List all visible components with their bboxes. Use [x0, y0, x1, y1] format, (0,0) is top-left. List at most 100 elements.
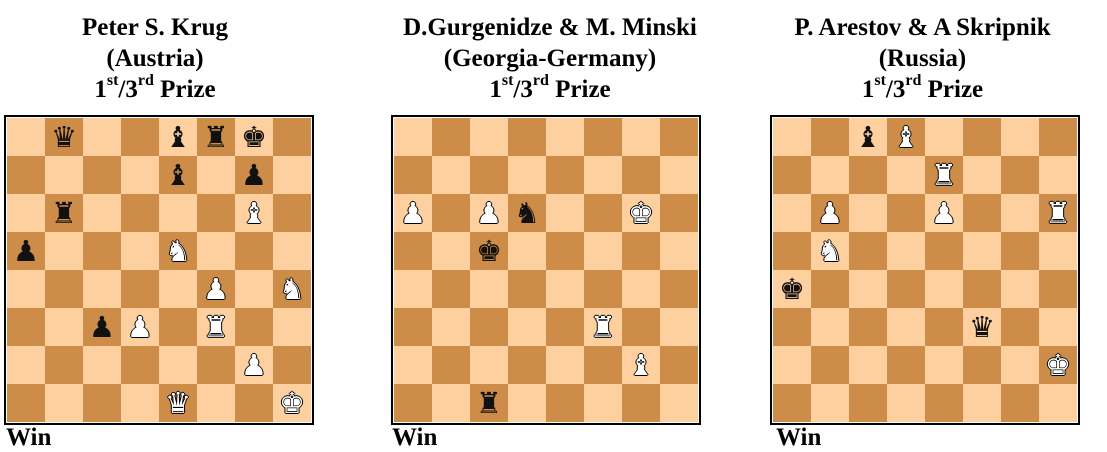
- board-square: [622, 308, 660, 346]
- board-square: [273, 232, 311, 270]
- board-square: [660, 270, 698, 308]
- board-square: [660, 194, 698, 232]
- board-square: [7, 270, 45, 308]
- board-square: [159, 308, 197, 346]
- black-bishop-icon: ♝: [159, 156, 197, 194]
- board-square: [83, 156, 121, 194]
- board-square: [394, 384, 432, 422]
- board-square: [7, 118, 45, 156]
- board-square: [121, 232, 159, 270]
- board-square: [811, 156, 849, 194]
- board-square: [235, 232, 273, 270]
- board-square: [660, 232, 698, 270]
- board-square: [584, 118, 622, 156]
- board-square: [273, 156, 311, 194]
- white-queen-icon: ♛: [159, 384, 197, 422]
- board-square: [273, 308, 311, 346]
- black-king-icon: ♚: [470, 232, 508, 270]
- board-square: [584, 346, 622, 384]
- problem-3-prize: 1st/3rd Prize: [745, 74, 1100, 105]
- board-square: [887, 384, 925, 422]
- board-square: [508, 384, 546, 422]
- prize-range: /3: [118, 76, 137, 103]
- black-king-icon: ♚: [773, 270, 811, 308]
- board-square: [235, 384, 273, 422]
- prize-label: Prize: [921, 76, 983, 103]
- white-pawn-icon: ♟: [197, 270, 235, 308]
- problem-1-heading: Peter S. Krug (Austria) 1st/3rd Prize: [20, 12, 290, 105]
- board-square: [273, 346, 311, 384]
- white-bishop-icon: ♝: [887, 118, 925, 156]
- board-square: [83, 232, 121, 270]
- board-square: [622, 384, 660, 422]
- board-square: [773, 384, 811, 422]
- board-square: [849, 194, 887, 232]
- prize-number: 1: [489, 76, 502, 103]
- board-square: [508, 156, 546, 194]
- board-square: [773, 232, 811, 270]
- black-rook-icon: ♜: [45, 194, 83, 232]
- board-square: [1039, 308, 1077, 346]
- board-square: [660, 308, 698, 346]
- black-rook-icon: ♜: [197, 118, 235, 156]
- board-square: [7, 346, 45, 384]
- board-square: [235, 270, 273, 308]
- board-square: [773, 308, 811, 346]
- black-queen-icon: ♛: [45, 118, 83, 156]
- board-square: [546, 270, 584, 308]
- board-square: [394, 346, 432, 384]
- board-square: [584, 384, 622, 422]
- board-square: [622, 118, 660, 156]
- board-square: [432, 156, 470, 194]
- board-square: [45, 346, 83, 384]
- problem-3-chessboard: ♝♝♜♟♟♜♞♚♛♚: [770, 115, 1080, 425]
- problem-2-heading: D.Gurgenidze & M. Minski (Georgia-German…: [375, 12, 725, 105]
- problem-1-country: (Austria): [20, 43, 290, 74]
- board-square: [7, 156, 45, 194]
- board-square: [887, 232, 925, 270]
- board-square: [1039, 270, 1077, 308]
- board-square: [546, 346, 584, 384]
- board-square: [159, 270, 197, 308]
- board-square: [1001, 194, 1039, 232]
- board-square: [1001, 156, 1039, 194]
- board-square: [887, 346, 925, 384]
- board-square: [235, 308, 273, 346]
- problem-1-composer: Peter S. Krug: [20, 12, 290, 43]
- white-pawn-icon: ♟: [394, 194, 432, 232]
- board-square: [45, 232, 83, 270]
- board-square: [1001, 118, 1039, 156]
- board-square: [470, 346, 508, 384]
- problem-2-chessboard: ♟♟♞♚♚♜♝♜: [391, 115, 701, 425]
- board-square: [470, 118, 508, 156]
- board-square: [963, 232, 1001, 270]
- board-square: [273, 118, 311, 156]
- board-square: [45, 308, 83, 346]
- board-square: [925, 346, 963, 384]
- black-king-icon: ♚: [235, 118, 273, 156]
- white-knight-icon: ♞: [273, 270, 311, 308]
- board-square: [849, 156, 887, 194]
- board-square: [584, 194, 622, 232]
- problem-2-composer: D.Gurgenidze & M. Minski: [375, 12, 725, 43]
- board-square: [159, 194, 197, 232]
- board-square: [45, 270, 83, 308]
- black-knight-icon: ♞: [508, 194, 546, 232]
- board-square: [432, 194, 470, 232]
- problem-3-result: Win: [776, 424, 821, 452]
- board-square: [1039, 118, 1077, 156]
- prize-suffix-1: st: [874, 72, 886, 89]
- prize-number: 1: [94, 76, 107, 103]
- white-bishop-icon: ♝: [235, 194, 273, 232]
- problem-3-heading: P. Arestov & A Skripnik (Russia) 1st/3rd…: [745, 12, 1100, 105]
- board-square: [121, 118, 159, 156]
- board-square: [887, 194, 925, 232]
- board-square: [773, 156, 811, 194]
- board-square: [1001, 384, 1039, 422]
- board-square: [83, 384, 121, 422]
- board-square: [470, 270, 508, 308]
- board-square: [773, 118, 811, 156]
- board-square: [546, 232, 584, 270]
- board-square: [622, 232, 660, 270]
- white-bishop-icon: ♝: [622, 346, 660, 384]
